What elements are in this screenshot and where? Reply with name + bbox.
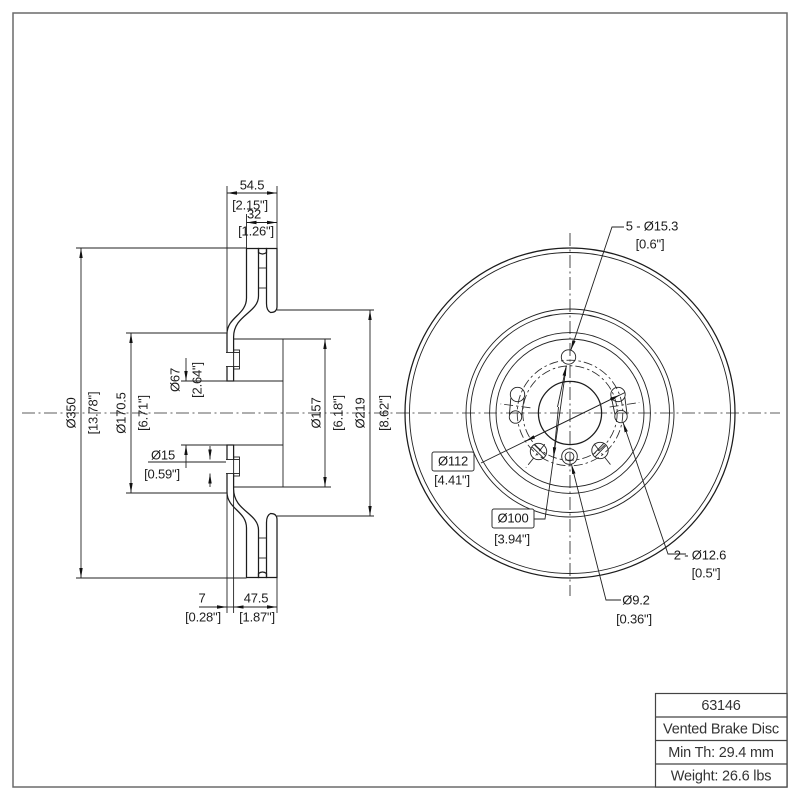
stud-hole-top [560,349,577,365]
dim-line-bc100 [534,365,567,520]
label-screw-hole-mm: Ø9.2 [622,592,649,607]
section-rim-bridge-lower [257,571,268,579]
pin-hole-left [508,410,523,424]
front-view: 5 - Ø15.3 [0.6"] Ø112 [4.41"] Ø100 [3.94… [404,218,736,626]
part-number: 63146 [701,698,740,714]
stud-boss-lower [233,456,240,477]
slotted-screw-right [591,441,609,460]
dim-text-step-mm: Ø157 [308,397,323,428]
dim-text-outer-dia-in: [13.78"] [85,392,100,435]
label-bc100-mm: Ø100 [497,510,528,525]
min-thickness: Min Th: 29.4 mm [668,745,774,761]
disc-outer-circle [404,247,736,579]
label-screw-hole-in: [0.36"] [616,611,652,626]
dim-text-hat-depth-mm: 47.5 [244,590,269,605]
dim-text-step-in: [6.18"] [330,395,345,431]
screw-hole-bottom-inner [564,451,575,462]
label-bc112-in: [4.41"] [434,472,470,487]
dim-text-flange-hole-mm: Ø15 [151,447,175,462]
dim-text-bore-mm: Ø67 [167,368,182,392]
pin-hole-right [614,409,628,424]
dim-text-friction-width-in: [1.26"] [238,223,274,238]
leader-pin-holes [622,422,686,555]
label-bc100-in: [3.94"] [494,531,530,546]
dim-text-flange-offset-in: [0.28"] [185,609,221,624]
dim-text-overall-width-mm: 54.5 [240,177,265,192]
label-stud-holes-mm: 5 - Ø15.3 [626,218,678,233]
dim-text-hat-depth-in: [1.87"] [239,609,275,624]
label-pin-holes-mm: 2 - Ø12.6 [674,547,726,562]
dim-text-friction-width-mm: 32 [247,206,261,221]
slotted-screw-left [529,442,548,461]
stud-hole-right [610,386,626,403]
friction-band-inner-circle [465,308,675,518]
flange-hole-upper [225,352,235,367]
dim-text-outer-dia-mm: Ø350 [63,397,78,428]
dim-text-hat-dia-in: [6.71"] [135,395,150,431]
section-inboard-plate-lower [265,512,278,579]
dim-text-bore-in: [2.64"] [189,362,204,398]
weight: Weight: 26.6 lbs [671,768,772,784]
bolt-circle-100 [522,365,618,461]
sheet-border [12,12,788,788]
part-description: Vented Brake Disc [663,721,779,737]
stud-hole-left [509,386,526,403]
dim-text-overall-width-in: [2.15"] [232,197,268,212]
bolt-circle-112 [516,359,624,467]
stud-boss-upper [233,349,240,370]
dim-text-hat-dia-mm: Ø170.5 [113,392,128,433]
label-box-bc112 [431,451,475,472]
section-inboard-plate-upper [265,247,278,314]
leader-screw-hole [570,463,621,601]
center-bore-circle [537,380,603,446]
label-box-bc100 [491,508,535,529]
dim-text-ring-inner-in: [8.62"] [376,395,391,431]
disc-chamfer-circle [409,252,731,574]
label-stud-holes-in: [0.6"] [636,236,665,251]
hat-step-circle [495,338,645,488]
dim-text-flange-hole-in: [0.59"] [144,466,180,481]
title-block: 63146 Vented Brake Disc Min Th: 29.4 mm … [654,692,788,788]
section-rim-bridge-upper [257,247,268,255]
section-view: Ø350 [13.78"] Ø170.5 [6.71"] Ø67 [2.64"]… [63,177,391,624]
flange-hole-lower [225,459,235,474]
friction-band-groove-circle [470,313,670,513]
label-bc112-mm: Ø112 [438,453,468,468]
label-pin-holes-in: [0.5"] [692,565,721,580]
screw-hole-bottom [561,448,578,465]
leader-stud-holes [570,226,624,351]
dim-text-ring-inner-mm: Ø219 [352,397,367,428]
dim-text-flange-offset-mm: 7 [198,590,205,605]
hat-outer-circle [489,332,651,494]
